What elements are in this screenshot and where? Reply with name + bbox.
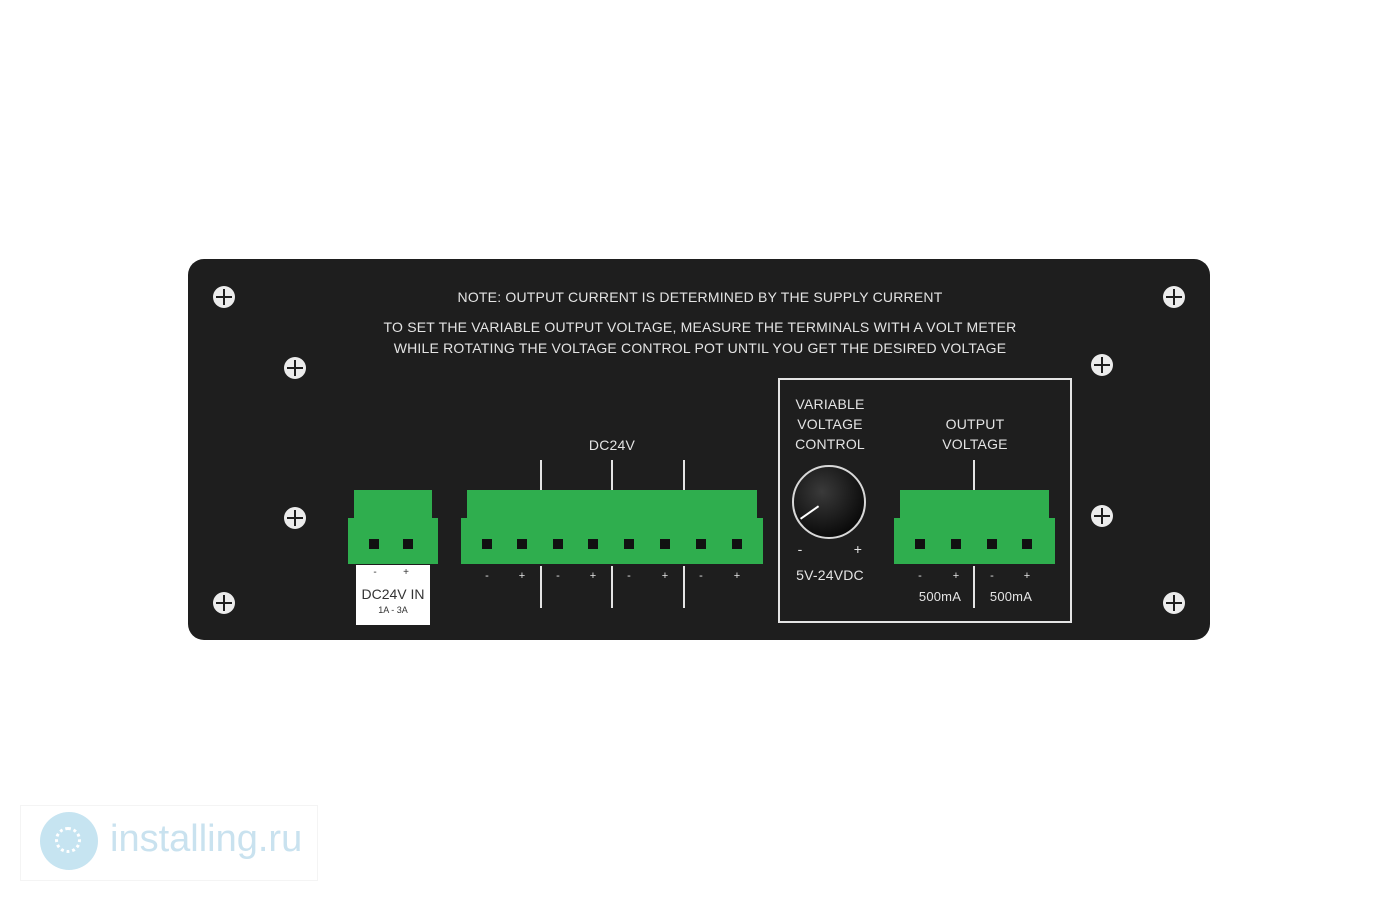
variable-label-line-2: VOLTAGE <box>797 416 863 432</box>
input-plus-label: + <box>403 567 409 578</box>
input-minus-label: - <box>373 567 377 578</box>
terminal-slot <box>1022 539 1032 549</box>
screw-icon <box>284 357 306 379</box>
polarity-label: + <box>733 570 741 582</box>
output-label-line-2: VOLTAGE <box>942 436 1008 452</box>
polarity-label: - <box>485 570 489 582</box>
divider-line <box>683 460 685 490</box>
variable-voltage-box <box>778 378 1072 623</box>
screw-icon <box>1163 592 1185 614</box>
terminal-slot <box>482 539 492 549</box>
screw-icon <box>1091 354 1113 376</box>
input-label: DC24V IN <box>361 586 425 602</box>
divider-line <box>540 460 542 490</box>
input-label-box: - + DC24V IN 1A - 3A <box>356 565 430 625</box>
variable-label-line-3: CONTROL <box>795 436 865 452</box>
note-text: NOTE: OUTPUT CURRENT IS DETERMINED BY TH… <box>457 289 943 305</box>
terminal-slot <box>915 539 925 549</box>
output-current-2: 500mA <box>989 589 1033 604</box>
dc24v-terminal-block <box>461 490 763 564</box>
divider-line <box>611 460 613 490</box>
watermark-logo-icon <box>40 812 98 870</box>
output-label-line-1: OUTPUT <box>945 416 1005 432</box>
input-terminal-block <box>348 490 438 564</box>
polarity-label: - <box>918 570 922 582</box>
output-current-1: 500mA <box>918 589 962 604</box>
polarity-label: + <box>952 570 960 582</box>
terminal-slot <box>660 539 670 549</box>
terminal-slot <box>696 539 706 549</box>
screw-icon <box>213 286 235 308</box>
polarity-label: + <box>518 570 526 582</box>
input-rating: 1A - 3A <box>378 605 408 615</box>
knob-minus-label: - <box>797 541 803 557</box>
watermark-text: installing.ru <box>110 818 303 860</box>
polarity-label: + <box>661 570 669 582</box>
terminal-slot <box>951 539 961 549</box>
terminal-slot <box>588 539 598 549</box>
divider-line <box>683 566 685 608</box>
instruction-line-2: WHILE ROTATING THE VOLTAGE CONTROL POT U… <box>393 340 1007 356</box>
voltage-control-knob[interactable] <box>792 465 866 539</box>
terminal-slot <box>403 539 413 549</box>
output-terminal-block <box>894 490 1055 564</box>
terminal-slot <box>369 539 379 549</box>
divider-line <box>540 566 542 608</box>
instruction-line-1: TO SET THE VARIABLE OUTPUT VOLTAGE, MEAS… <box>383 319 1017 335</box>
divider-line <box>973 460 975 490</box>
variable-label-line-1: VARIABLE <box>795 396 865 412</box>
screw-icon <box>284 507 306 529</box>
dc24v-label: DC24V <box>588 437 636 453</box>
knob-plus-label: + <box>853 541 863 557</box>
terminal-slot <box>517 539 527 549</box>
divider-line <box>611 566 613 608</box>
terminal-slot <box>624 539 634 549</box>
screw-icon <box>1163 286 1185 308</box>
voltage-range-label: 5V-24VDC <box>796 567 864 583</box>
terminal-slot <box>553 539 563 549</box>
polarity-label: + <box>589 570 597 582</box>
screw-icon <box>1091 505 1113 527</box>
divider-line <box>973 566 975 608</box>
screw-icon <box>213 592 235 614</box>
polarity-label: - <box>627 570 631 582</box>
polarity-label: - <box>699 570 703 582</box>
terminal-slot <box>987 539 997 549</box>
polarity-label: - <box>556 570 560 582</box>
terminal-slot <box>732 539 742 549</box>
watermark-frame <box>20 805 318 881</box>
polarity-label: - <box>990 570 994 582</box>
polarity-label: + <box>1023 570 1031 582</box>
